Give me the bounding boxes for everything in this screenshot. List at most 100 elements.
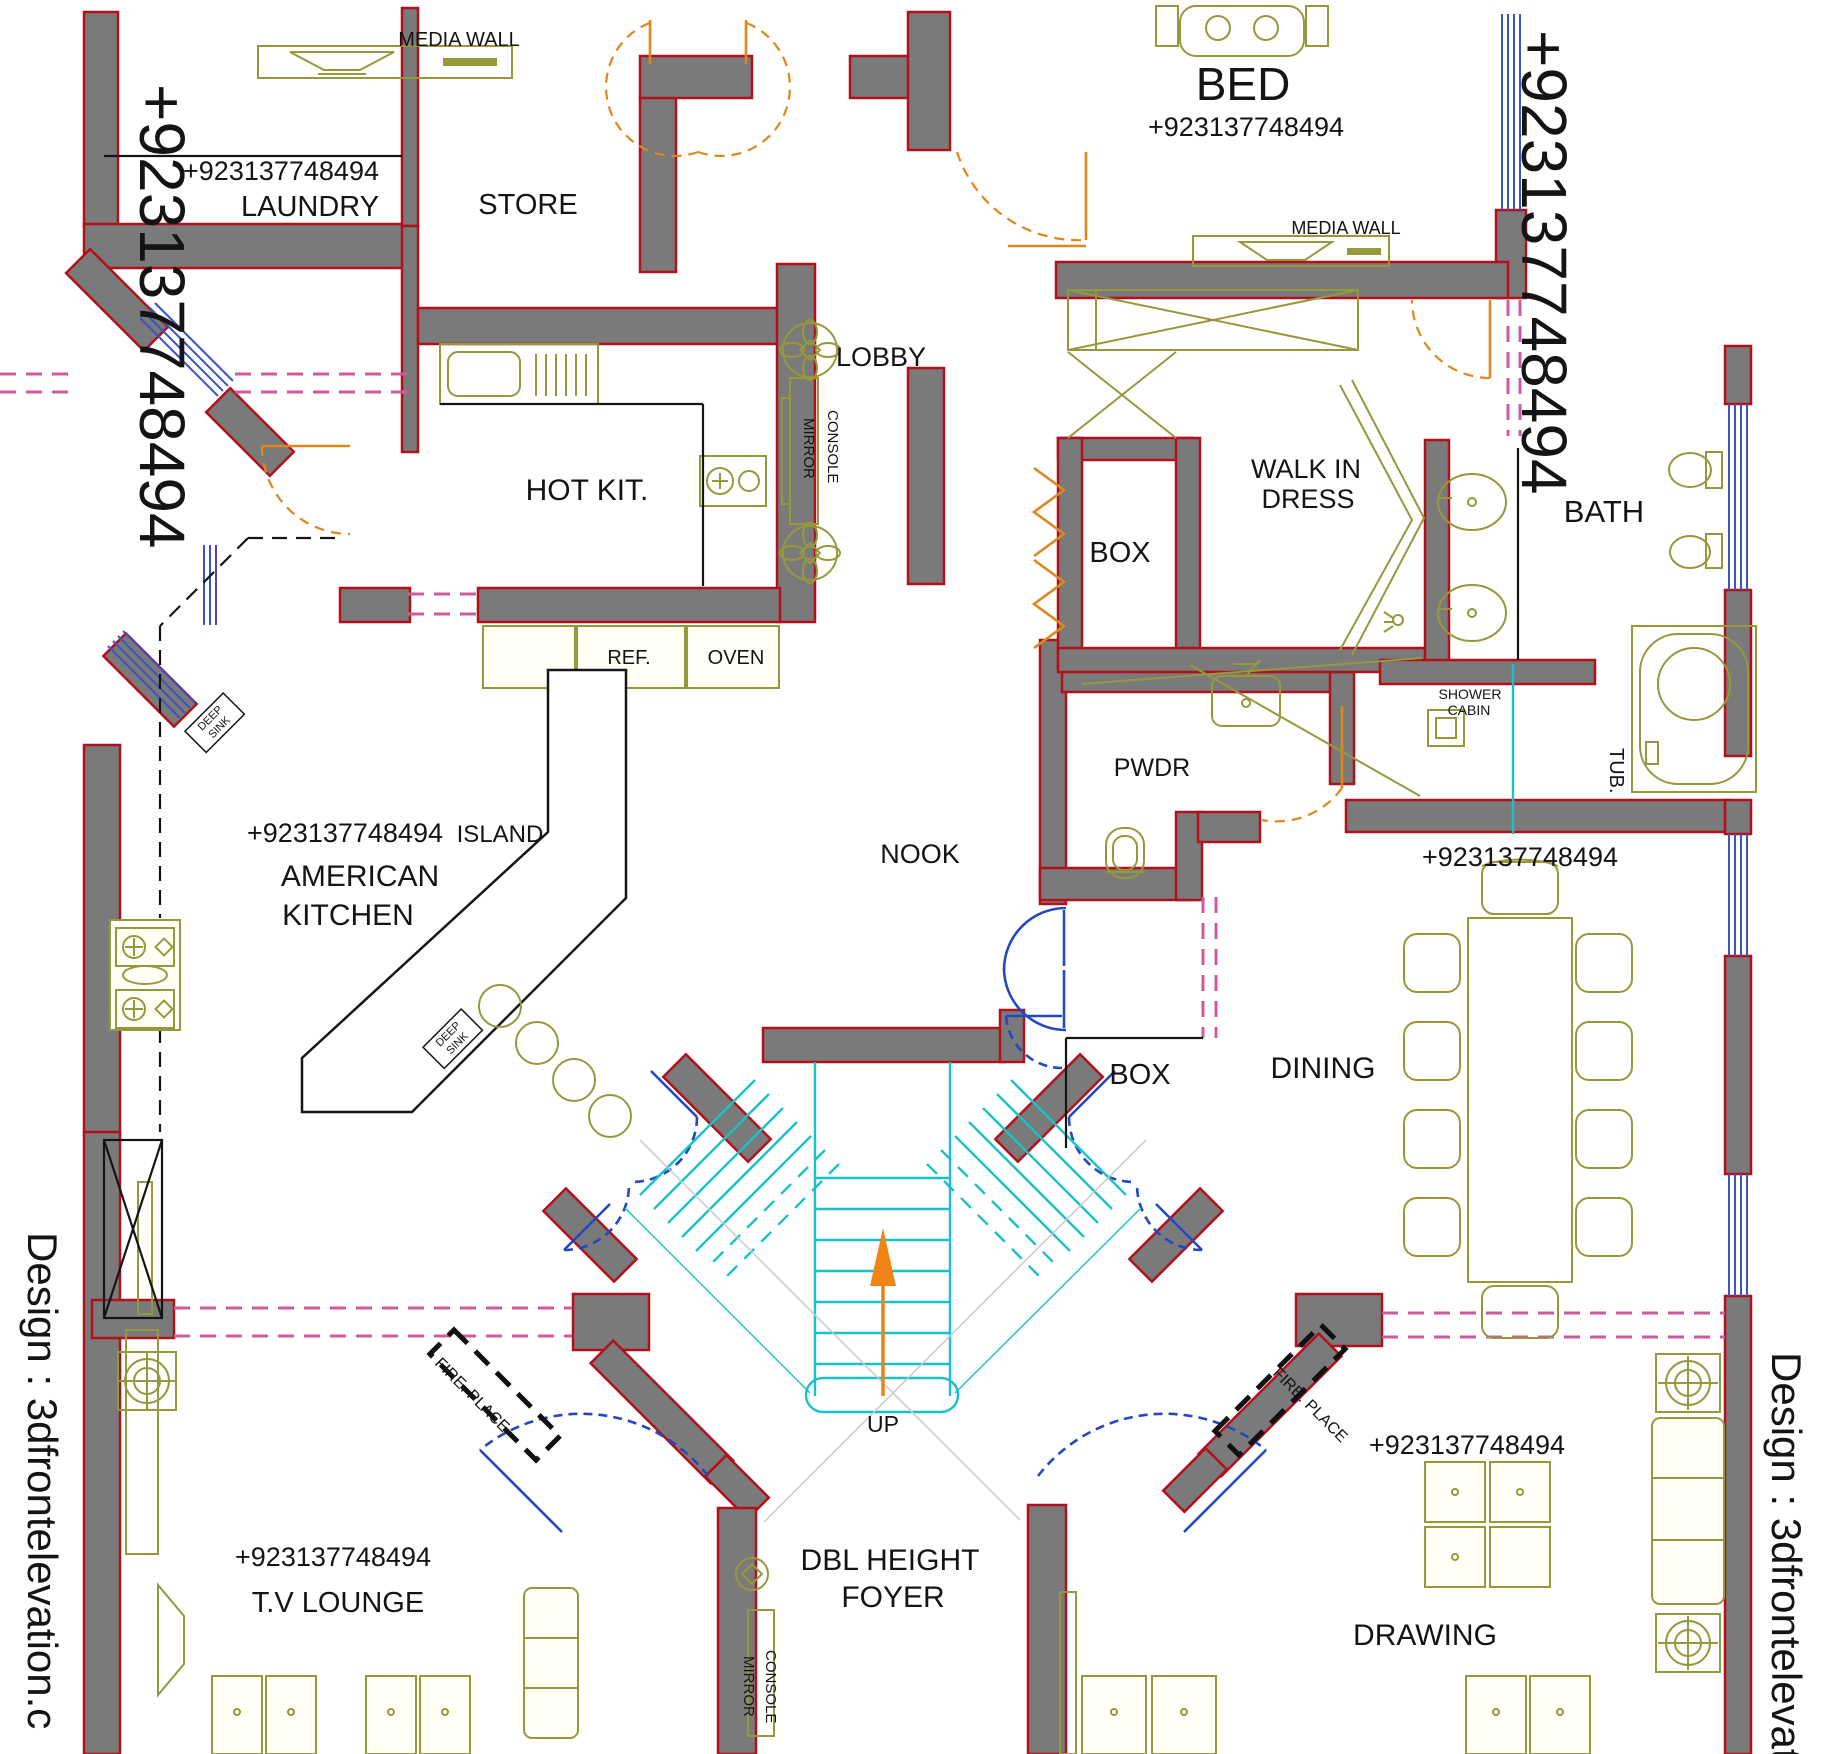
label-dbl-height: DBL HEIGHT: [801, 1544, 980, 1577]
label-console-foyer: CONSOLE: [762, 1650, 779, 1723]
label-tv-lounge: T.V LOUNGE: [252, 1587, 424, 1619]
label-drawing-phone: +923137748494: [1369, 1430, 1565, 1460]
staircase: [624, 1062, 1147, 1523]
fireplace-right: [1211, 1321, 1349, 1459]
watermark-phone-left: +923137748494: [126, 84, 198, 549]
door-lobby-bed: [955, 151, 1088, 248]
label-tub: TUB.: [1605, 748, 1627, 794]
shower: [1383, 611, 1515, 834]
double-door-dining: [1002, 906, 1067, 1032]
label-box-upper: BOX: [1089, 537, 1150, 569]
label-store: STORE: [478, 189, 577, 221]
walkin-hanging-rods: [1081, 379, 1426, 797]
door-pwdr: [1261, 706, 1344, 823]
lounge-sofas: [211, 1587, 579, 1754]
label-american: AMERICAN: [281, 860, 439, 893]
double-door-foyer-right: [1067, 1070, 1203, 1252]
wall-openings: [0, 300, 1725, 1339]
foyer-console-left: [735, 1557, 775, 1737]
windows: [107, 14, 1748, 1296]
window-bed-right: [1501, 14, 1521, 210]
up-arrow: [870, 1228, 896, 1396]
bath-sinks: [1437, 448, 1520, 660]
label-shower-1: SHOWER: [1439, 686, 1502, 702]
label-foyer: FOYER: [841, 1581, 944, 1614]
label-laundry-phone: +923137748494: [183, 156, 379, 186]
island-counter: [300, 668, 632, 1138]
bathtub: [1631, 625, 1757, 793]
ref-oven-counter: [482, 625, 780, 689]
door-laundry-bay: [260, 444, 351, 536]
watermark-design-left: Design : 3dfrontelevation.c: [19, 1232, 66, 1729]
window-dining-right-2: [1728, 1174, 1748, 1296]
drawing-sofas-bottom: [1081, 1675, 1591, 1754]
double-door-foyer-left: [563, 1070, 699, 1252]
label-lounge-phone: +923137748494: [235, 1542, 431, 1572]
window-bath-right: [1728, 404, 1748, 590]
console-mirror-kitchen: [781, 377, 819, 525]
window-dining-right-1: [1728, 834, 1748, 956]
deep-sink-tag-island: DEEP SINK: [421, 1007, 484, 1070]
label-island: ISLAND: [457, 821, 544, 848]
door-drawing: [1036, 1412, 1267, 1533]
label-bed: BED: [1196, 58, 1291, 110]
deep-sink-tag-wall: DEEP SINK: [183, 691, 246, 754]
closet-zigzags: [1031, 466, 1067, 650]
label-oven: OVEN: [708, 647, 765, 669]
watermark-phone-right: +923137748494: [1508, 30, 1580, 495]
label-ref: REF.: [607, 647, 650, 669]
window-laundry-bay: [139, 302, 234, 397]
label-pwdr: PWDR: [1114, 754, 1190, 782]
label-laundry: LAUNDRY: [241, 191, 379, 223]
hot-kitchen-stove: [699, 455, 767, 507]
kitchen-sink-unit: [439, 343, 599, 405]
label-drawing: DRAWING: [1353, 1619, 1497, 1652]
double-door-top: [605, 20, 791, 157]
label-nook: NOOK: [880, 839, 960, 869]
label-kitchen-phone: +923137748494: [247, 818, 443, 848]
window-kitchen-west: [107, 630, 196, 719]
label-bed-phone: +923137748494: [1148, 112, 1344, 142]
label-dining-phone: +923137748494: [1422, 842, 1618, 872]
label-kitchen: KITCHEN: [282, 899, 414, 932]
label-lobby: LOBBY: [836, 342, 926, 372]
door-bed-bath: [1410, 299, 1492, 380]
bath-toilets: [1668, 451, 1723, 569]
bed-wardrobe: [1067, 289, 1359, 439]
dining-table: [1403, 858, 1633, 1339]
kitchen-stove-west: [109, 919, 181, 1031]
ceiling-fan-lounge: [117, 1351, 177, 1411]
label-dining: DINING: [1271, 1052, 1376, 1085]
label-mirror-foyer: MIRROR: [740, 1656, 757, 1717]
bed-couch: [1155, 5, 1329, 57]
label-hot-kit: HOT KIT.: [526, 474, 649, 507]
label-media-wall-top: MEDIA WALL: [398, 29, 520, 51]
watermark-design-right: Design : 3dfrontelevation.co: [1763, 1352, 1810, 1754]
media-wall-cabinet-bed: [1192, 235, 1390, 267]
pwdr-sink: [1211, 659, 1281, 727]
label-console-kit: CONSOLE: [824, 410, 841, 483]
doors: [260, 20, 1492, 1533]
label-walk-in-1: WALK IN: [1251, 454, 1361, 484]
fireplace-left: [426, 1326, 564, 1464]
lounge-media-wall: [125, 1181, 185, 1698]
window-kitchen-north: [203, 545, 217, 625]
furniture: [102, 5, 1757, 1754]
label-fireplace-left: FIRE. PLACE: [431, 1355, 512, 1436]
walls: [64, 6, 1753, 1754]
ceiling-fan-lobby-2: [779, 522, 841, 584]
media-wall-cabinet-top: [257, 45, 513, 79]
door-box-lower: [1004, 1014, 1063, 1070]
label-mirror-kit: MIRROR: [800, 418, 817, 479]
foyer-console-right: [1059, 1591, 1077, 1754]
drawing-sofa: [1651, 1353, 1725, 1673]
x-box-column: [102, 1138, 164, 1320]
label-shower-2: CABIN: [1448, 702, 1491, 718]
label-box-lower: BOX: [1109, 1059, 1170, 1091]
pwdr-toilet: [1105, 827, 1145, 879]
label-walk-in-2: DRESS: [1261, 484, 1354, 514]
kitchen-counters: [158, 536, 338, 1132]
door-lounge: [479, 1412, 710, 1533]
drawing-coffee-tables: [1424, 1461, 1551, 1588]
